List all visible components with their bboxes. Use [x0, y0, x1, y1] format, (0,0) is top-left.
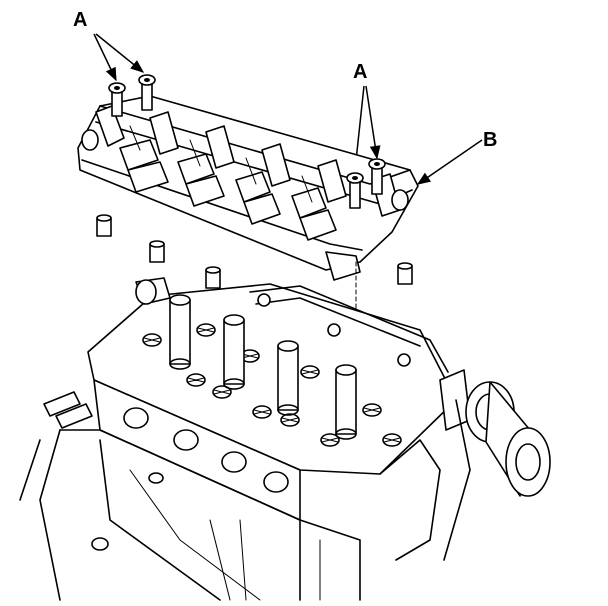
bolt-a-left-pair — [108, 74, 156, 117]
leader-lines — [93, 33, 483, 185]
ports — [123, 407, 289, 493]
engine-block — [19, 429, 361, 601]
dowel-pins — [96, 214, 413, 289]
rocker-towers — [95, 105, 401, 217]
valve-springs — [142, 323, 402, 447]
cam-pulley — [439, 369, 551, 497]
head-bolt-holes — [257, 293, 411, 367]
rocker-arms — [119, 139, 337, 241]
cylinder-head — [43, 277, 551, 561]
callout-b: B — [483, 129, 497, 151]
spark-plug-tubes — [169, 294, 357, 440]
callout-a-right: A — [353, 61, 367, 83]
callout-a-left: A — [73, 9, 87, 31]
bolt-a-right-pair — [346, 158, 386, 209]
rocker-arm-assembly — [77, 74, 419, 281]
